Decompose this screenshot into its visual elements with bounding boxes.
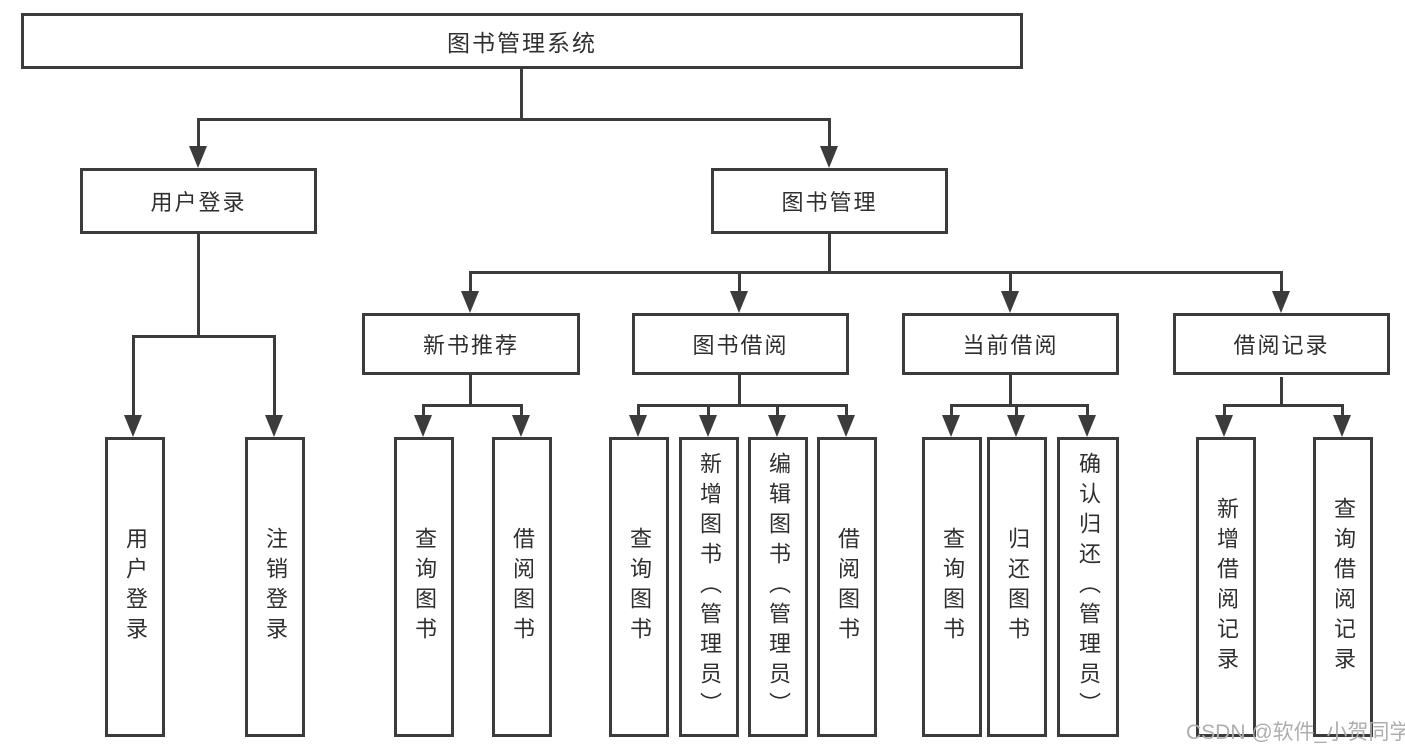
arrowhead	[1333, 415, 1351, 437]
arrowhead	[512, 415, 530, 437]
connector-line	[776, 404, 779, 420]
leaf-confirm-return-admin: 确认归还（管理员）	[1057, 437, 1119, 737]
leaf-user-login: 用户登录	[105, 437, 165, 737]
leaf-add-books-admin: 新增图书（管理员）	[679, 437, 739, 737]
leaf-query-borrow-record: 查询借阅记录	[1313, 437, 1373, 737]
arrowhead	[189, 146, 207, 168]
arrowhead	[730, 291, 748, 313]
connector-line	[469, 271, 472, 296]
connector-line	[132, 335, 276, 338]
connector-line	[707, 404, 710, 420]
connector-line	[197, 118, 200, 150]
leaf-label: 用户登录	[123, 527, 148, 647]
node-book-borrowing: 图书借阅	[632, 313, 849, 375]
node-label: 用户登录	[150, 190, 247, 215]
leaf-query-books-borrowing: 查询图书	[609, 437, 669, 737]
connector-line	[950, 404, 953, 420]
leaf-label: 确认归还（管理员）	[1076, 452, 1101, 722]
connector-line	[520, 404, 523, 420]
connector-line	[828, 118, 831, 150]
node-library-management-system: 图书管理系统	[21, 13, 1023, 69]
leaf-add-borrow-record: 新增借阅记录	[1196, 437, 1256, 737]
leaf-query-books-recommend: 查询图书	[394, 437, 454, 737]
leaf-borrow-books: 借阅图书	[817, 437, 877, 737]
leaf-label: 借阅图书	[835, 527, 860, 647]
connector-line	[1086, 404, 1089, 420]
arrowhead	[768, 415, 786, 437]
connector-line	[1223, 404, 1344, 407]
node-label: 当前借阅	[962, 333, 1059, 358]
leaf-label: 注销登录	[263, 527, 288, 647]
connector-line	[1223, 404, 1226, 420]
arrowhead	[1001, 291, 1019, 313]
leaf-return-books: 归还图书	[987, 437, 1047, 737]
connector-line	[637, 404, 848, 407]
connector-line	[845, 404, 848, 420]
node-book-management: 图书管理	[711, 168, 948, 234]
node-label: 借阅记录	[1233, 333, 1330, 358]
leaf-label: 查询图书	[627, 527, 652, 647]
arrowhead	[1215, 415, 1233, 437]
connector-line	[469, 375, 472, 406]
leaf-label: 查询借阅记录	[1331, 497, 1356, 677]
leaf-query-books-current: 查询图书	[922, 437, 982, 737]
arrowhead	[1007, 415, 1025, 437]
connector-line	[422, 404, 425, 420]
leaf-label: 归还图书	[1005, 527, 1030, 647]
connector-line	[828, 234, 831, 273]
connector-line	[738, 375, 741, 406]
connector-line	[1009, 271, 1012, 296]
node-label: 新书推荐	[422, 333, 519, 358]
node-label: 图书管理系统	[447, 30, 597, 56]
leaf-borrow-books-recommend: 借阅图书	[492, 437, 552, 737]
node-user-login: 用户登录	[80, 168, 317, 234]
leaf-label: 查询图书	[940, 527, 965, 647]
connector-line	[469, 271, 1282, 274]
leaf-logout: 注销登录	[245, 437, 305, 737]
leaf-label: 借阅图书	[510, 527, 535, 647]
connector-line	[520, 69, 523, 120]
arrowhead	[1078, 415, 1096, 437]
node-borrowing-records: 借阅记录	[1173, 313, 1390, 375]
connector-line	[132, 335, 135, 420]
connector-line	[1280, 377, 1283, 406]
node-new-book-recommend: 新书推荐	[362, 313, 580, 375]
arrowhead	[629, 415, 647, 437]
connector-line	[197, 118, 831, 121]
arrowhead	[942, 415, 960, 437]
connector-line	[637, 404, 640, 420]
connector-line	[1009, 375, 1012, 406]
arrowhead	[124, 415, 142, 437]
connector-line	[1015, 404, 1018, 420]
connector-line	[1341, 404, 1344, 420]
arrowhead	[837, 415, 855, 437]
watermark: CSDN @软件_小贺同学	[1186, 721, 1405, 744]
connector-line	[422, 404, 523, 407]
leaf-label: 新增图书（管理员）	[697, 452, 722, 722]
connector-line	[273, 335, 276, 420]
arrowhead	[414, 415, 432, 437]
connector-line	[1280, 271, 1283, 296]
leaf-label: 编辑图书（管理员）	[766, 452, 791, 722]
node-current-borrowing: 当前借阅	[902, 313, 1119, 375]
node-label: 图书管理	[781, 190, 878, 215]
arrowhead	[461, 291, 479, 313]
leaf-edit-books-admin: 编辑图书（管理员）	[748, 437, 808, 737]
node-label: 图书借阅	[692, 333, 789, 358]
connector-line	[197, 234, 200, 337]
connector-line	[738, 271, 741, 296]
arrowhead	[265, 415, 283, 437]
leaf-label: 查询图书	[412, 527, 437, 647]
arrowhead	[820, 146, 838, 168]
leaf-label: 新增借阅记录	[1214, 497, 1239, 677]
arrowhead	[1272, 291, 1290, 313]
arrowhead	[699, 415, 717, 437]
connector-line	[950, 404, 1089, 407]
